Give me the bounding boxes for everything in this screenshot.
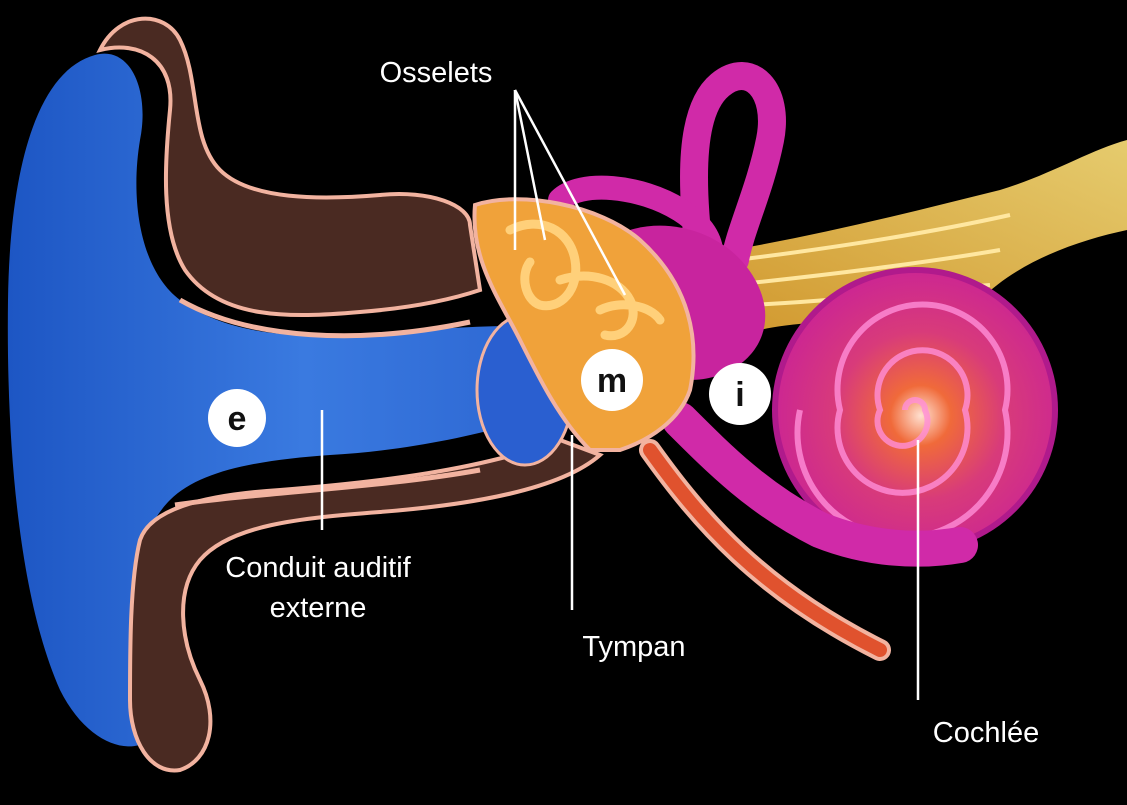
badge-inner-letter: i (735, 376, 744, 414)
label-osselets: Osselets (380, 57, 493, 89)
label-cochlee: Cochlée (933, 717, 1039, 749)
badge-external: e (208, 389, 266, 447)
cochlea (775, 270, 1055, 550)
label-conduit-line1: Conduit auditif (225, 552, 411, 584)
badge-inner: i (709, 363, 771, 425)
badge-middle-letter: m (597, 362, 627, 400)
label-tympan: Tympan (582, 631, 685, 663)
badge-external-letter: e (228, 400, 247, 438)
label-conduit-line2: externe (270, 592, 367, 624)
badge-middle: m (581, 349, 643, 411)
